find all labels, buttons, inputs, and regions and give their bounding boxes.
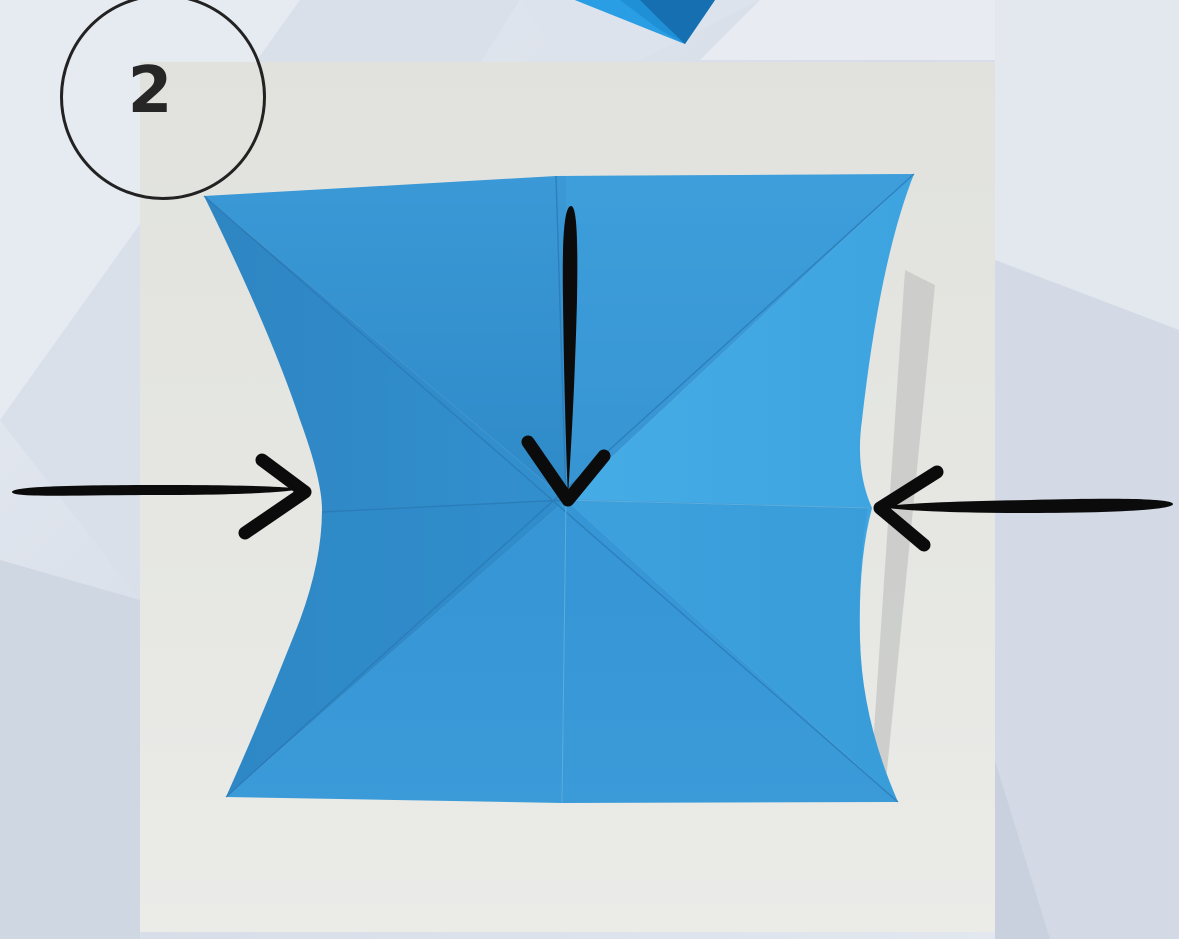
step-badge-circle-outline-icon: 2: [60, 0, 266, 200]
paper-top-panel: [204, 174, 914, 500]
folded-model-preview: [575, 0, 715, 44]
step-number: 2: [127, 54, 173, 128]
arrow-down-icon: [521, 206, 611, 507]
arrow-left-icon: [873, 465, 1173, 552]
origami-paper: [203, 173, 915, 804]
paper-bottom-panel: [226, 500, 898, 803]
arrow-right-icon: [12, 453, 312, 540]
